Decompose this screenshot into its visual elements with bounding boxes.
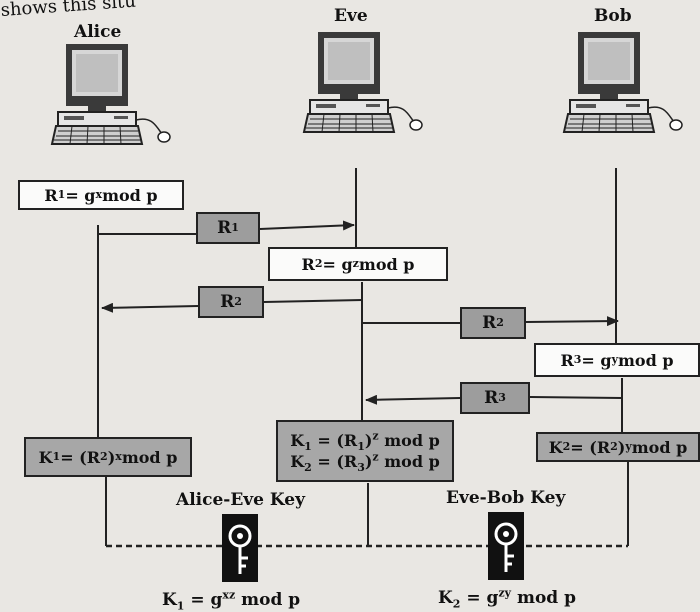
arrow-r2-eve-to-alice xyxy=(102,306,198,308)
eve-computer-icon xyxy=(304,32,422,132)
eve-keys-box: K1 = (R1)z mod p K2 = (R3)z mod p xyxy=(276,420,454,482)
alice-computer-icon xyxy=(52,44,170,144)
arrow-r2-eve-to-bob xyxy=(526,321,618,322)
eve-k2-formula: K2 = (R3)z mod p xyxy=(290,451,440,472)
arrow-r1-alice-to-eve xyxy=(260,225,354,229)
k2-shared-formula: K2 = gzy mod p xyxy=(438,588,576,608)
bob-label: Bob xyxy=(594,6,632,26)
k1-shared-formula: K1 = gxz mod p xyxy=(162,590,300,610)
eve-k1-formula: K1 = (R1)z mod p xyxy=(290,430,440,451)
eve-bob-key-label: Eve-Bob Key xyxy=(446,488,565,508)
alice-eve-key-label: Alice-Eve Key xyxy=(176,490,305,510)
alice-label: Alice xyxy=(74,22,121,42)
eve-label: Eve xyxy=(334,6,368,26)
bob-computer-icon xyxy=(564,32,682,132)
arrow-r3-bob-to-eve xyxy=(366,398,460,400)
eve-bob-key-icon xyxy=(488,512,524,580)
alice-eve-key-icon xyxy=(222,514,258,582)
